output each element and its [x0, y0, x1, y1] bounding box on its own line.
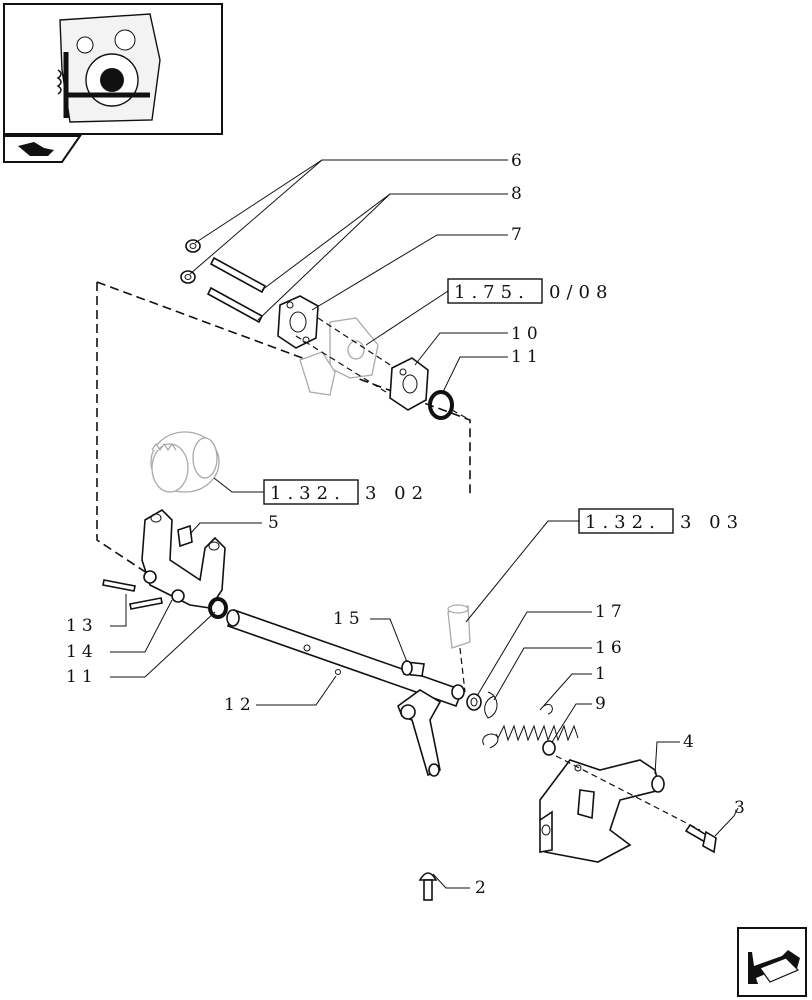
label-16: 16 [595, 638, 627, 658]
leader-lines [110, 159, 739, 889]
label-14: 14 [66, 642, 98, 662]
stud-8-lower [206, 286, 264, 324]
label-9: 9 [595, 694, 611, 714]
label-12: 12 [224, 695, 256, 715]
label-15: 15 [333, 609, 365, 629]
bolt-3 [684, 823, 717, 854]
roll-pin-13 [102, 579, 136, 592]
ref-1-32-03-rest: 3 03 [680, 512, 744, 533]
ref-1-32-03-boxed: 1.32. [585, 512, 661, 533]
clip-16 [484, 691, 498, 719]
shift-lever-5 [141, 508, 226, 609]
spring-1 [482, 703, 579, 749]
ref-1-32-02-rest: 3 02 [365, 483, 429, 504]
ref-box-1-32-3-03[interactable]: 1.32. 3 03 [578, 508, 744, 534]
label-17: 17 [595, 602, 627, 622]
nut-6-lower [180, 270, 196, 284]
ref-box-1-32-3-02[interactable]: 1.32. 3 02 [263, 479, 429, 505]
ghost-sleeve [447, 604, 471, 649]
ring-11-upper [428, 390, 454, 420]
ref-box-1-75[interactable]: 1.75. 0/08 [447, 278, 613, 304]
label-2: 2 [475, 878, 491, 898]
nut-6-upper [185, 239, 201, 253]
label-13: 13 [66, 616, 98, 636]
bracket-4 [539, 759, 665, 863]
label-7: 7 [511, 225, 527, 245]
stud-8-upper [209, 256, 267, 294]
assembly-boundary-dashed [96, 281, 471, 576]
flange-7 [277, 295, 319, 349]
screw-2 [418, 872, 438, 901]
label-1: 1 [595, 664, 611, 684]
next-page-arrow-icon[interactable] [737, 927, 807, 997]
ghost-gear [150, 431, 220, 493]
washer-11-lower [208, 597, 228, 619]
label-8: 8 [511, 184, 527, 204]
roll-pin-14 [129, 597, 163, 610]
label-6: 6 [511, 151, 527, 171]
ref-1-32-02-boxed: 1.32. [270, 483, 346, 504]
label-5: 5 [268, 513, 284, 533]
washer-17 [466, 693, 482, 711]
label-11-lower: 11 [66, 667, 98, 687]
flange-10 [389, 357, 429, 411]
label-4: 4 [683, 732, 699, 752]
shaft-12 [226, 608, 465, 777]
ref-1-75-rest: 0/08 [549, 282, 613, 303]
ref-1-75-boxed: 1.75. [454, 282, 530, 303]
label-10: 10 [511, 324, 543, 344]
label-3: 3 [734, 798, 750, 818]
thumbnail-overview-icon[interactable] [3, 3, 223, 135]
tractor-section-icon [3, 135, 82, 163]
label-11-upper: 11 [511, 347, 543, 367]
shift-fork-bracket [295, 317, 399, 396]
washer-9 [542, 740, 556, 756]
pin-15 [401, 660, 425, 677]
